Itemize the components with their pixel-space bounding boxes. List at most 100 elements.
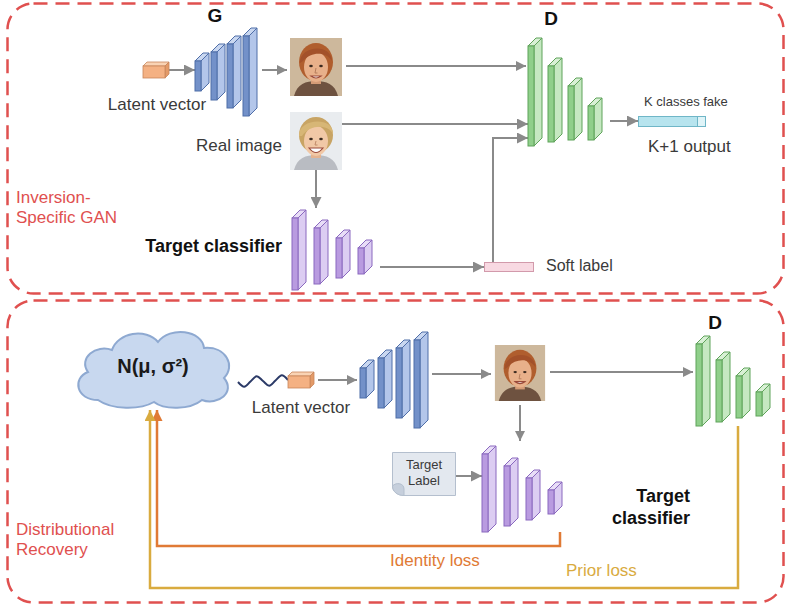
region-title: Distributional Recovery bbox=[16, 520, 144, 561]
flow-arrow bbox=[318, 379, 357, 381]
block-side bbox=[165, 62, 169, 78]
node-label: G bbox=[202, 5, 228, 28]
node-label: K classes fake bbox=[644, 94, 774, 110]
node-label: D bbox=[700, 312, 730, 335]
slab-side bbox=[233, 36, 241, 108]
flow-arrow bbox=[346, 65, 526, 67]
text-slot: Identity loss bbox=[375, 551, 495, 571]
generated-face bbox=[495, 345, 545, 401]
slab-side bbox=[420, 332, 428, 428]
block-side bbox=[310, 372, 314, 388]
shape-outline bbox=[292, 208, 380, 290]
flow-connector bbox=[157, 410, 560, 546]
face-image bbox=[290, 112, 342, 170]
slab-side bbox=[249, 28, 257, 116]
node-label: Soft label bbox=[546, 256, 646, 275]
region-band: Inversion-Specific GAN Latent vector G Real… bbox=[6, 2, 785, 295]
flow-connector bbox=[342, 123, 528, 125]
discriminator-network: D bbox=[696, 336, 778, 426]
slab-side bbox=[594, 98, 602, 140]
text-slot: Latent vector bbox=[237, 398, 365, 418]
slab-front bbox=[526, 478, 532, 520]
latent-vector-block: Latent vector bbox=[143, 62, 169, 78]
dashed-region bbox=[8, 4, 784, 294]
slab-front bbox=[243, 36, 249, 116]
document-outline bbox=[393, 453, 456, 496]
flow-arrow bbox=[519, 405, 521, 441]
text-slot: Latent vector bbox=[92, 95, 222, 115]
text-slot: Target classifier bbox=[96, 236, 282, 258]
text-slot: D bbox=[536, 8, 566, 31]
slab-side bbox=[702, 336, 710, 426]
node-label: D bbox=[536, 8, 566, 31]
slab-front bbox=[336, 238, 342, 278]
flow-arrow bbox=[432, 373, 491, 375]
text-slot: N(μ, σ²) bbox=[68, 354, 238, 378]
slab-side bbox=[488, 446, 496, 532]
document-curl bbox=[393, 484, 405, 496]
shape-outline bbox=[288, 372, 314, 388]
slab-front bbox=[482, 454, 488, 532]
shape-outline bbox=[696, 336, 778, 426]
shape-outline bbox=[638, 116, 706, 127]
text-slot: Soft label bbox=[546, 256, 646, 275]
real-image: Real image bbox=[290, 112, 342, 170]
shape-outline bbox=[143, 62, 169, 78]
slab-side bbox=[554, 58, 562, 142]
slab-side bbox=[217, 44, 225, 100]
flow-connector bbox=[610, 120, 638, 122]
soft-label-vector: Soft label bbox=[484, 262, 534, 272]
latent-vector-block: Latent vector bbox=[288, 372, 314, 388]
loss-label: Prior loss bbox=[566, 561, 676, 581]
slab-front bbox=[736, 376, 742, 418]
node-label: Latent vector bbox=[237, 398, 365, 418]
classifier-network: Target classifier bbox=[482, 444, 572, 532]
text-slot: Target Label bbox=[398, 457, 450, 488]
slab-front bbox=[211, 52, 217, 100]
text-slot: Inversion-Specific GAN bbox=[16, 188, 144, 229]
slab-side bbox=[722, 352, 730, 422]
generated-face bbox=[290, 38, 342, 96]
node-label: Latent vector bbox=[92, 95, 222, 115]
slab-side bbox=[342, 230, 350, 278]
slab-front bbox=[756, 392, 762, 416]
flow-arrow bbox=[262, 69, 287, 71]
shape-outline bbox=[290, 112, 342, 170]
text-slot: Real image bbox=[186, 136, 282, 156]
slab-side bbox=[364, 240, 372, 274]
vector-cells bbox=[485, 263, 534, 272]
slab-side bbox=[532, 470, 540, 520]
block-front bbox=[288, 376, 310, 388]
slab-side bbox=[574, 78, 582, 140]
slab-side bbox=[384, 350, 392, 408]
text-slot: K+1 output bbox=[648, 137, 768, 157]
slab-side bbox=[534, 38, 542, 146]
slab-side bbox=[366, 360, 374, 398]
vector-cell bbox=[698, 117, 706, 127]
node-label: Target classifier bbox=[585, 486, 690, 529]
gaussian-cloud: N(μ, σ²) bbox=[68, 322, 238, 410]
discriminator-network: D bbox=[528, 36, 610, 146]
slab-front bbox=[292, 218, 298, 290]
output-vector: K classes fakeK+1 output bbox=[638, 116, 706, 127]
flow-connector bbox=[150, 410, 738, 588]
label-document: Target Label bbox=[392, 452, 456, 496]
slab-side bbox=[298, 210, 306, 290]
slab-side bbox=[554, 482, 562, 514]
text-slot: K classes fake bbox=[644, 94, 774, 110]
flow-connector bbox=[456, 475, 482, 477]
slab-front bbox=[504, 466, 510, 526]
slab-front bbox=[716, 360, 722, 422]
shape-outline bbox=[484, 262, 534, 272]
loss-label: Identity loss bbox=[375, 551, 495, 571]
slab-front bbox=[314, 228, 320, 284]
node-label: Target Label bbox=[398, 457, 450, 488]
text-slot: Target classifier bbox=[585, 486, 690, 529]
region-title: Inversion-Specific GAN bbox=[16, 188, 144, 229]
sampling-wave bbox=[238, 375, 288, 387]
slab-front bbox=[396, 348, 402, 418]
slab-front bbox=[568, 86, 574, 140]
slab-front bbox=[548, 490, 554, 514]
